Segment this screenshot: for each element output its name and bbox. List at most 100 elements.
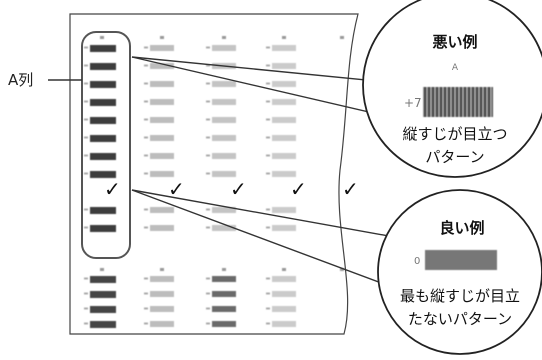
pattern-sample-bar [212, 321, 236, 327]
good-example-leader [131, 189, 401, 291]
pattern-index-mark [84, 292, 88, 295]
pattern-index-mark [266, 322, 270, 325]
pattern-sample-bar [150, 117, 174, 123]
pattern-index-mark [266, 292, 270, 295]
pattern-sample-bar [150, 321, 174, 327]
pattern-column-header [160, 36, 164, 39]
pattern-index-mark [266, 136, 270, 139]
pattern-sample-bar [272, 306, 296, 312]
pattern-column-header [222, 268, 226, 271]
pattern-sample-bar [90, 81, 116, 88]
pattern-index-mark [84, 82, 88, 85]
pattern-index-mark [144, 277, 148, 280]
pattern-sample-bar [212, 225, 236, 231]
pattern-index-mark [84, 208, 88, 211]
pattern-sample-bar [272, 153, 296, 159]
pattern-index-mark [266, 100, 270, 103]
pattern-index-mark [144, 154, 148, 157]
pattern-index-mark [84, 46, 88, 49]
pattern-sample-bar [150, 63, 174, 69]
pattern-sample-bar [272, 63, 296, 69]
pattern-index-mark [84, 100, 88, 103]
pattern-column-header [340, 36, 344, 39]
pattern-index-mark [206, 208, 210, 211]
pattern-sample-bar [272, 117, 296, 123]
pattern-index-mark [206, 118, 210, 121]
pattern-index-mark [144, 292, 148, 295]
pattern-index-mark [206, 172, 210, 175]
check-mark: ✓ [168, 177, 185, 201]
pattern-sample-bar [272, 321, 296, 327]
pattern-sample-bar [90, 153, 116, 160]
pattern-column-header [100, 268, 104, 271]
pattern-sample-bar [272, 207, 296, 213]
bad-example-letter: A [452, 63, 459, 73]
pattern-sample-bar [90, 45, 116, 52]
pattern-sample-bar [150, 81, 174, 87]
pattern-index-mark [84, 172, 88, 175]
check-mark: ✓ [104, 177, 121, 201]
pattern-index-mark [84, 136, 88, 139]
column-a-highlight [81, 31, 131, 259]
pattern-index-mark [144, 226, 148, 229]
solid-bar-sample [425, 250, 497, 270]
test-pattern-grid [84, 36, 344, 328]
pattern-index-mark [266, 277, 270, 280]
pattern-index-mark [144, 64, 148, 67]
pattern-index-mark [84, 154, 88, 157]
pattern-index-mark [266, 64, 270, 67]
pattern-sample-bar [212, 117, 236, 123]
pattern-index-mark [206, 226, 210, 229]
pattern-index-mark [266, 118, 270, 121]
check-mark: ✓ [230, 177, 247, 201]
pattern-index-mark [144, 82, 148, 85]
pattern-index-mark [206, 322, 210, 325]
bad-example-caption-line2: パターン [425, 148, 484, 166]
bad-example-title: 悪い例 [432, 33, 477, 51]
pattern-column-header [340, 268, 344, 271]
pattern-index-mark [266, 208, 270, 211]
good-example-title: 良い例 [439, 219, 484, 237]
pattern-sample-bar [212, 135, 236, 141]
pattern-sample-bar [150, 291, 174, 297]
pattern-sample-bar [272, 291, 296, 297]
pattern-sample-bar [272, 81, 296, 87]
pattern-sample-bar [150, 99, 174, 105]
pattern-sample-bar [150, 171, 174, 177]
pattern-index-mark [266, 307, 270, 310]
column-a-label: A列 [8, 71, 33, 89]
good-example-caption-line1: 最も縦すじが目立 [400, 287, 520, 305]
pattern-sample-bar [212, 153, 236, 159]
bad-example-caption-line1: 縦すじが目立つ [402, 125, 507, 143]
pattern-index-mark [266, 82, 270, 85]
pattern-index-mark [206, 307, 210, 310]
pattern-index-mark [84, 118, 88, 121]
pattern-sample-bar [150, 225, 174, 231]
check-mark-row: ✓✓✓✓✓ [104, 177, 359, 201]
pattern-sample-bar [272, 99, 296, 105]
pattern-sample-bar [150, 306, 174, 312]
pattern-sample-bar [90, 291, 116, 298]
pattern-sample-bar [150, 276, 174, 282]
pattern-index-mark [144, 172, 148, 175]
pattern-index-mark [144, 208, 148, 211]
pattern-sample-bar [272, 45, 296, 51]
pattern-index-mark [84, 277, 88, 280]
pattern-sample-bar [212, 45, 236, 51]
good-example-number: 0 [414, 256, 420, 267]
pattern-column-header [160, 268, 164, 271]
pattern-sample-bar [212, 291, 236, 297]
pattern-index-mark [206, 64, 210, 67]
pattern-index-mark [266, 226, 270, 229]
pattern-index-mark [144, 307, 148, 310]
pattern-column-header [222, 36, 226, 39]
pattern-index-mark [206, 277, 210, 280]
pattern-index-mark [144, 100, 148, 103]
pattern-sample-bar [272, 171, 296, 177]
pattern-index-mark [206, 136, 210, 139]
pattern-index-mark [206, 154, 210, 157]
pattern-sample-bar [272, 276, 296, 282]
pattern-index-mark [206, 46, 210, 49]
pattern-sample-bar [212, 171, 236, 177]
